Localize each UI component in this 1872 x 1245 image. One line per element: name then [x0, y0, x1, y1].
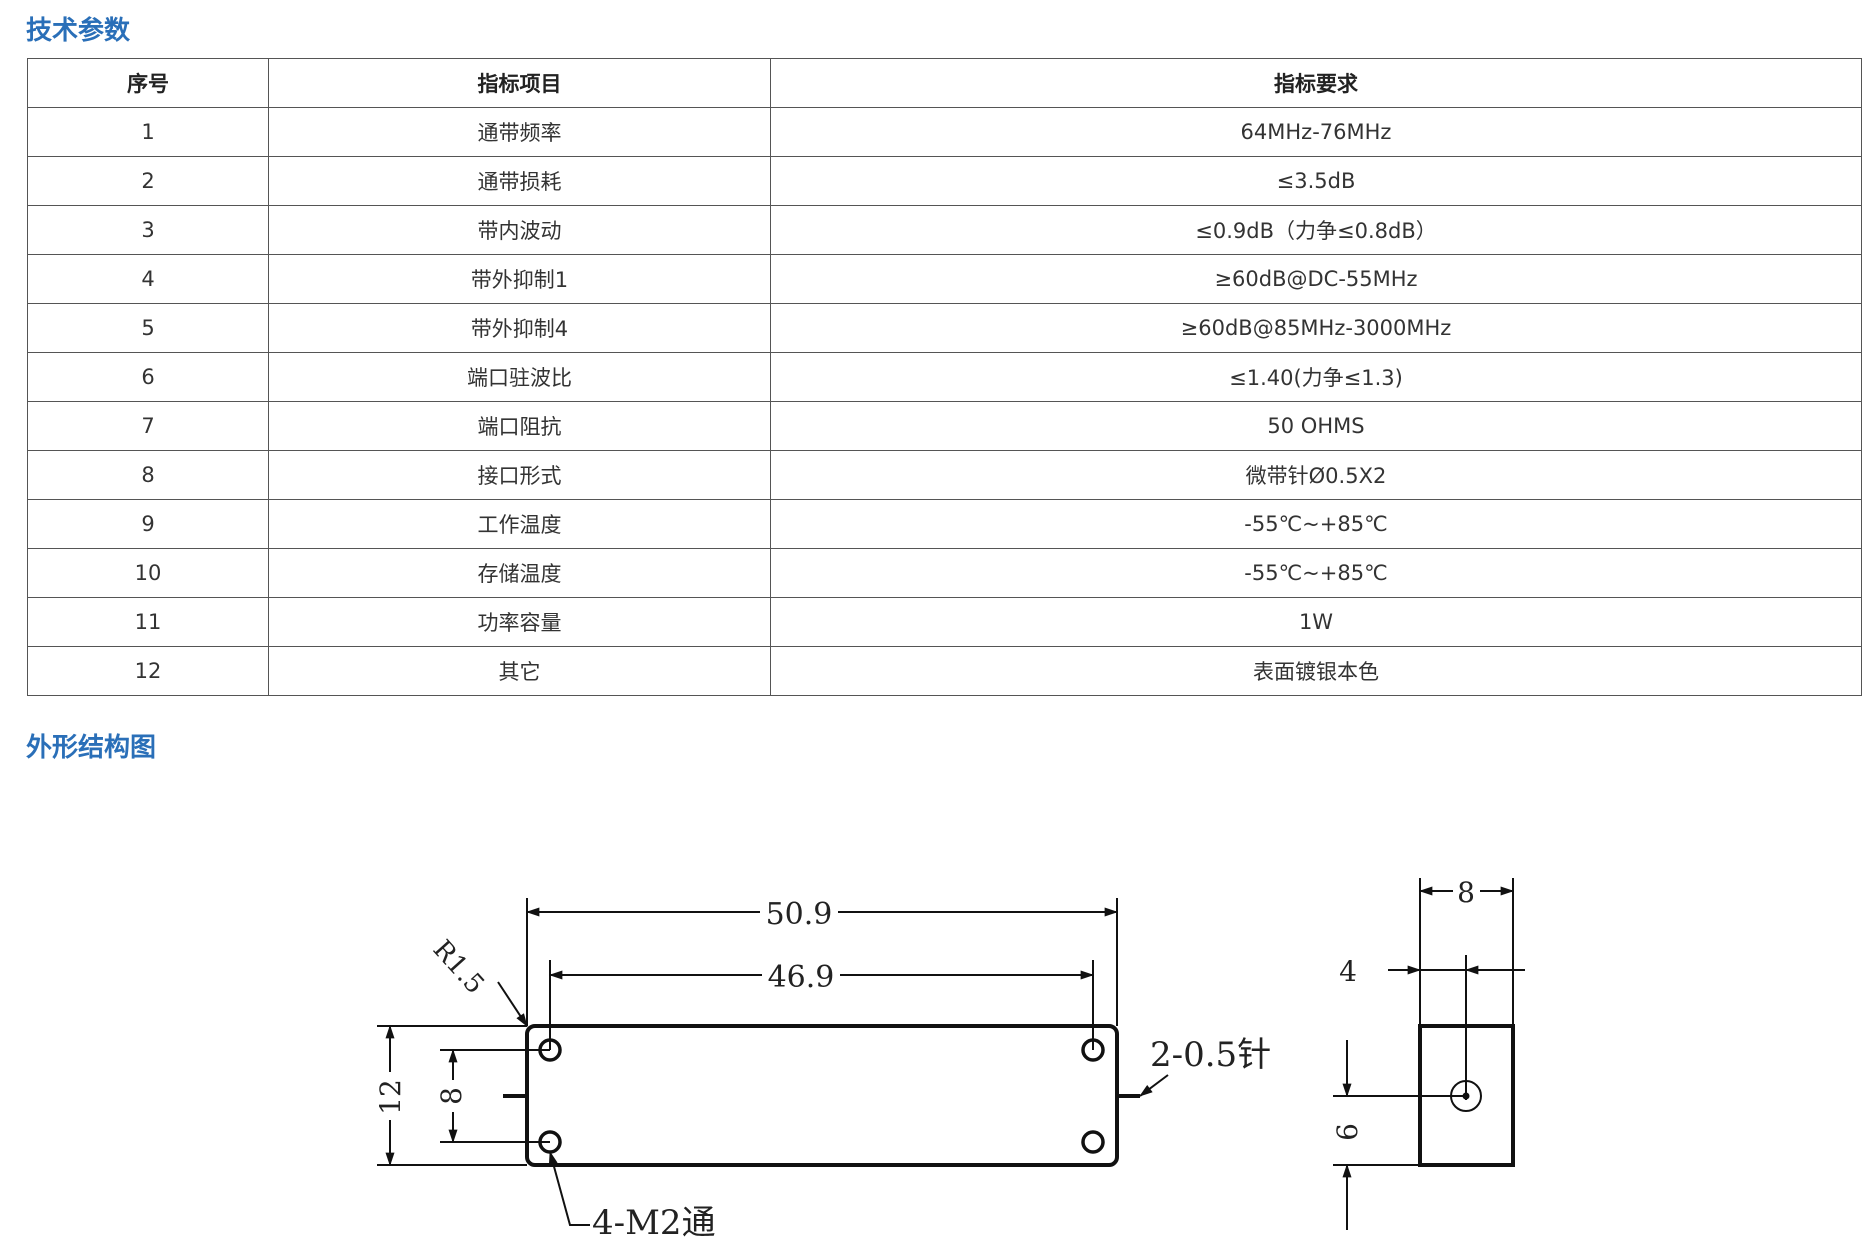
- dim-side-width: 8: [1457, 876, 1475, 909]
- row-item: 工作温度: [268, 499, 771, 549]
- dim-pin-offset-y: 6: [1331, 1123, 1364, 1141]
- row-requirement: ≥60dB@85MHz-3000MHz: [770, 303, 1862, 353]
- table-row: 6 端口驻波比 ≤1.40(力争≤1.3): [27, 352, 1862, 402]
- row-index: 4: [27, 254, 269, 304]
- row-requirement: ≤1.40(力争≤1.3): [770, 352, 1862, 402]
- section-title-drawing: 外形结构图: [26, 733, 157, 763]
- row-requirement: ≥60dB@DC-55MHz: [770, 254, 1862, 304]
- row-item: 通带损耗: [268, 156, 771, 206]
- section-title-params: 技术参数: [26, 16, 131, 46]
- table-row: 2 通带损耗 ≤3.5dB: [27, 156, 1862, 206]
- row-requirement: ≤3.5dB: [770, 156, 1862, 206]
- row-requirement: 64MHz-76MHz: [770, 107, 1862, 157]
- row-index: 12: [27, 646, 269, 696]
- row-item: 带外抑制1: [268, 254, 771, 304]
- header-item: 指标项目: [268, 58, 771, 108]
- row-index: 9: [27, 499, 269, 549]
- table-row: 11 功率容量 1W: [27, 597, 1862, 647]
- row-requirement: ≤0.9dB（力争≤0.8dB）: [770, 205, 1862, 255]
- row-index: 11: [27, 597, 269, 647]
- table-row: 10 存储温度 -55℃~+85℃: [27, 548, 1862, 598]
- table-row: 8 接口形式 微带针Ø0.5X2: [27, 450, 1862, 500]
- row-index: 8: [27, 450, 269, 500]
- table-row: 9 工作温度 -55℃~+85℃: [27, 499, 1862, 549]
- table-row: 7 端口阻抗 50 OHMS: [27, 401, 1862, 451]
- row-requirement: 50 OHMS: [770, 401, 1862, 451]
- row-index: 7: [27, 401, 269, 451]
- row-requirement: -55℃~+85℃: [770, 499, 1862, 549]
- outline-drawing: 50.9 46.9 R1.5 12 8 2-0.5针 4-M2通 8 4 6: [374, 876, 1525, 1240]
- table-row: 12 其它 表面镀银本色: [27, 646, 1862, 696]
- spec-table: 序号 指标项目 指标要求 1 通带频率 64MHz-76MHz 2 通带损耗 ≤…: [27, 58, 1862, 696]
- dim-pin: 2-0.5针: [1150, 1035, 1271, 1075]
- table-row: 1 通带频率 64MHz-76MHz: [27, 107, 1862, 157]
- row-index: 1: [27, 107, 269, 157]
- table-row: 4 带外抑制1 ≥60dB@DC-55MHz: [27, 254, 1862, 304]
- row-index: 10: [27, 548, 269, 598]
- dim-hole-spacing-height: 8: [435, 1087, 468, 1105]
- header-index: 序号: [27, 58, 269, 108]
- row-requirement: -55℃~+85℃: [770, 548, 1862, 598]
- row-item: 带外抑制4: [268, 303, 771, 353]
- dim-corner-radius: R1.5: [427, 935, 490, 1000]
- table-row: 5 带外抑制4 ≥60dB@85MHz-3000MHz: [27, 303, 1862, 353]
- row-index: 6: [27, 352, 269, 402]
- dim-height: 12: [374, 1079, 407, 1115]
- row-item: 端口驻波比: [268, 352, 771, 402]
- row-item: 功率容量: [268, 597, 771, 647]
- row-item: 其它: [268, 646, 771, 696]
- dim-holes: 4-M2通: [592, 1203, 716, 1240]
- table-row: 3 带内波动 ≤0.9dB（力争≤0.8dB）: [27, 205, 1862, 255]
- row-item: 通带频率: [268, 107, 771, 157]
- row-requirement: 1W: [770, 597, 1862, 647]
- row-requirement: 微带针Ø0.5X2: [770, 450, 1862, 500]
- row-item: 端口阻抗: [268, 401, 771, 451]
- row-item: 存储温度: [268, 548, 771, 598]
- row-item: 带内波动: [268, 205, 771, 255]
- row-index: 3: [27, 205, 269, 255]
- header-requirement: 指标要求: [770, 58, 1862, 108]
- table-header-row: 序号 指标项目 指标要求: [27, 58, 1862, 108]
- mounting-holes: [538, 1038, 1105, 1154]
- row-index: 5: [27, 303, 269, 353]
- dim-hole-spacing-length: 46.9: [768, 960, 835, 995]
- row-item: 接口形式: [268, 450, 771, 500]
- dim-overall-length: 50.9: [766, 897, 833, 932]
- body-outline: [525, 1024, 1119, 1167]
- row-requirement: 表面镀银本色: [770, 646, 1862, 696]
- row-index: 2: [27, 156, 269, 206]
- dim-pin-offset-x: 4: [1339, 955, 1357, 988]
